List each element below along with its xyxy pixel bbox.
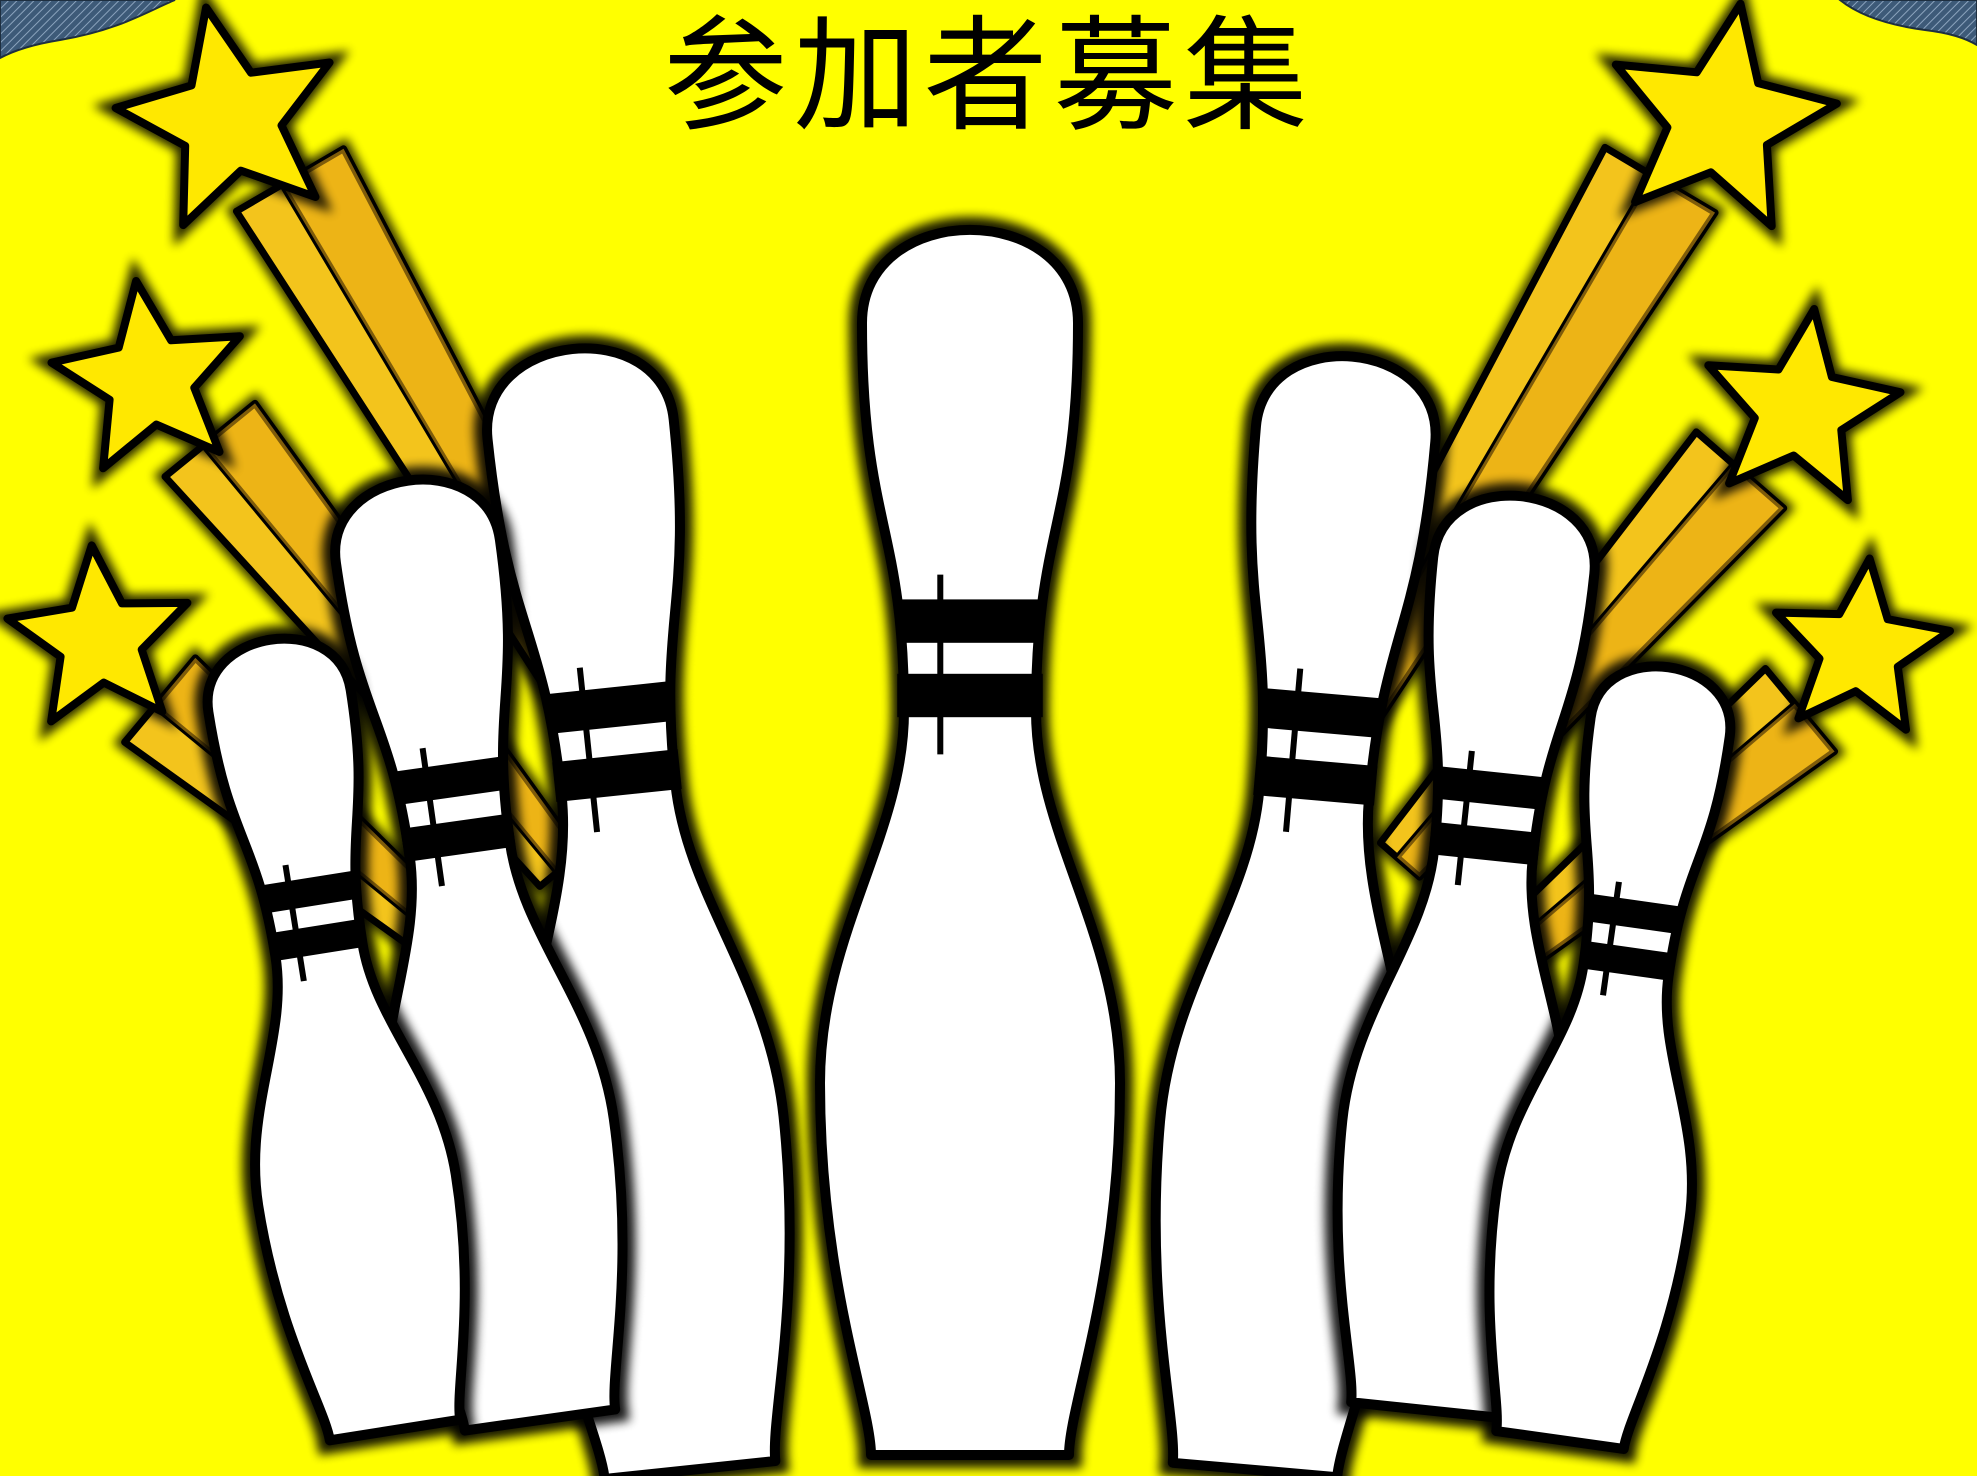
star-burst-icon xyxy=(1687,285,1924,521)
star-burst-icon xyxy=(0,522,209,742)
stars xyxy=(0,0,1973,751)
bowling-pin-icon xyxy=(1476,653,1744,1464)
corner-ribbon-left xyxy=(0,0,176,60)
headline: 参加者募集 xyxy=(663,5,1314,149)
star-burst-icon xyxy=(1754,535,1973,751)
star-burst-icon xyxy=(92,0,350,247)
bowling-pins xyxy=(194,216,1744,1476)
star-burst-icon xyxy=(1595,0,1861,248)
bowling-pin-icon xyxy=(806,216,1134,1468)
corner-ribbon-right xyxy=(1838,0,1977,47)
bowling-pin-icon xyxy=(194,625,478,1456)
star-burst-icon xyxy=(28,257,261,489)
